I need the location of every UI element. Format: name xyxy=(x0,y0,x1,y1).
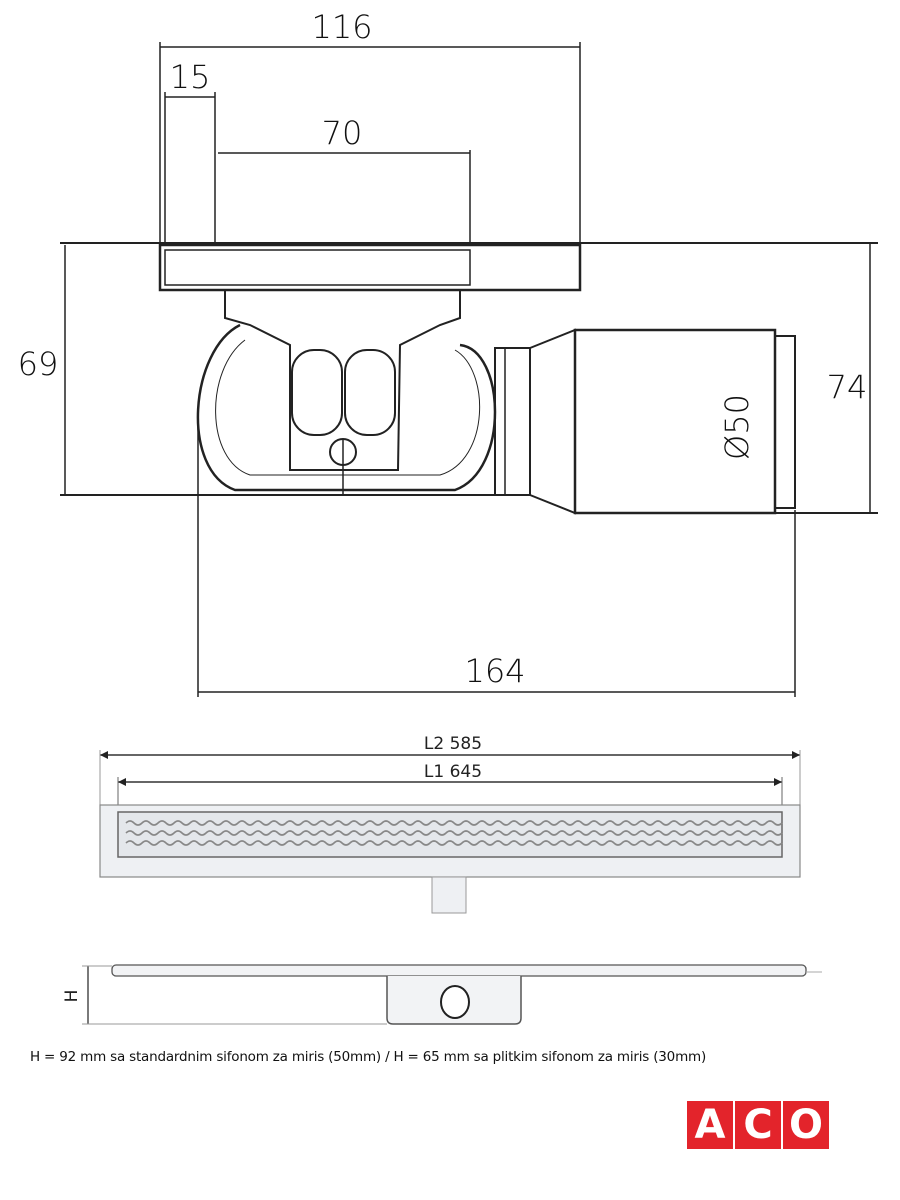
dim-l1: L1 645 xyxy=(424,762,482,782)
dim-164: 164 xyxy=(464,652,525,690)
grate xyxy=(164,249,471,286)
outlet-spigot xyxy=(431,876,467,914)
dim-116: 116 xyxy=(311,8,372,46)
height-note: H = 92 mm sa standardnim sifonom za miri… xyxy=(30,1049,707,1065)
wave-line xyxy=(125,830,783,836)
dim-70: 70 xyxy=(322,114,363,152)
aco-logo: A C O xyxy=(687,1101,829,1149)
dim-74: 74 xyxy=(827,368,868,406)
section-view xyxy=(60,42,878,697)
dim-l2: L2 585 xyxy=(424,734,482,754)
wave-pattern xyxy=(125,820,783,846)
siphon-opening-left xyxy=(291,349,343,436)
section-dimension-labels: 116 15 70 69 74 Ø50 164 xyxy=(18,8,868,690)
logo-letter: C xyxy=(735,1101,781,1149)
dim-h: H xyxy=(62,990,82,1003)
dim-15: 15 xyxy=(170,58,211,96)
channel-plan-view: L2 585 L1 645 xyxy=(99,734,801,914)
siphon-body xyxy=(196,323,497,492)
dim-diameter-50: Ø50 xyxy=(718,394,756,460)
wave-grate xyxy=(117,811,783,858)
siphon-neck xyxy=(224,289,461,471)
channel-side-view: H xyxy=(62,964,822,1025)
wave-line xyxy=(125,820,783,826)
outlet-circle xyxy=(440,985,470,1019)
siphon-opening-right xyxy=(344,349,396,436)
wave-line xyxy=(125,840,783,846)
logo-letter: A xyxy=(687,1101,733,1149)
outlet-collar xyxy=(494,347,531,496)
logo-letter: O xyxy=(783,1101,829,1149)
dim-69: 69 xyxy=(18,345,59,383)
channel-frame xyxy=(158,243,582,292)
channel-side-bar xyxy=(111,964,807,977)
